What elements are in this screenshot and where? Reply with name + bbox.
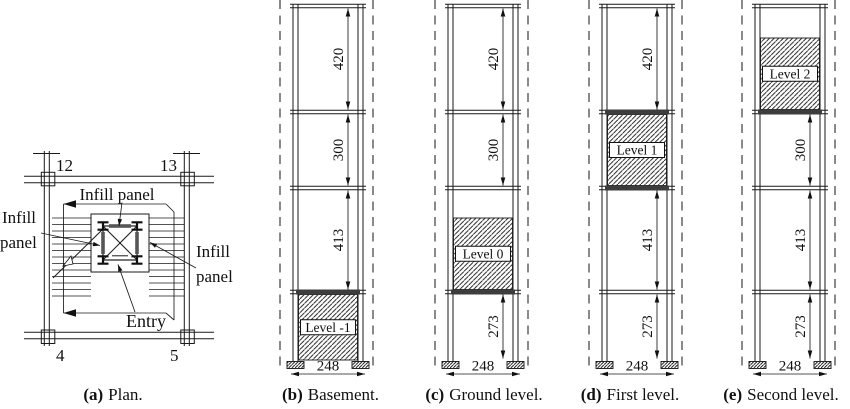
stair-break-line — [52, 228, 104, 279]
base-pad — [351, 361, 370, 369]
caption-plan: (a)Plan. — [13, 385, 213, 405]
level-label-box — [762, 65, 818, 82]
panel-bottom-beam — [758, 109, 822, 115]
dimension-label: 273 — [486, 315, 502, 338]
infill-panel-top-edge — [109, 224, 131, 228]
width-dimension-label: 248 — [779, 359, 802, 375]
width-dimension-label: 248 — [626, 359, 649, 375]
base-pad — [441, 361, 460, 369]
caption-ground-level: (c)Ground level. — [406, 385, 562, 405]
dimension-label: 300 — [331, 139, 347, 162]
infill-panel-left-edge — [101, 232, 105, 254]
grid-label-12: 12 — [56, 156, 73, 175]
dimension-label: 413 — [331, 229, 347, 252]
base-pad — [813, 361, 832, 369]
core-column-sections — [97, 221, 143, 265]
level-label-box — [300, 319, 356, 336]
dimension-label: 273 — [640, 315, 656, 338]
leader-lines — [40, 202, 197, 313]
plan-grid-lines — [24, 151, 214, 346]
caption-letter: (c) — [425, 385, 445, 404]
caption-letter: (b) — [281, 385, 303, 404]
caption-letter: (e) — [723, 385, 743, 404]
caption-second-level: (e)Second level. — [699, 385, 850, 405]
grid-label-13: 13 — [160, 156, 177, 175]
dimension-label: 413 — [640, 229, 656, 252]
stair-arrow-top — [63, 200, 76, 208]
entry-label: Entry — [126, 311, 166, 331]
caption-first-level: (d)First level. — [552, 385, 708, 405]
level-label: Level 0 — [463, 246, 504, 261]
panel-top-beam — [605, 109, 669, 115]
panel-bottom-beam — [605, 185, 669, 191]
elevation-second-level: Level 2 300 413 273 248 — [741, 0, 836, 377]
plan-view: 12 13 4 5 Infill panel Infill panel Infi… — [0, 151, 233, 365]
caption-text: Plan. — [108, 385, 143, 404]
plan-corner-columns — [40, 171, 195, 344]
base-pad — [506, 361, 525, 369]
caption-text: Second level. — [747, 385, 839, 404]
level-label-box — [455, 245, 511, 262]
infill-panel-label-right-line2: panel — [196, 267, 233, 286]
dimension-label: 273 — [793, 315, 809, 338]
dimension-label: 300 — [793, 139, 809, 162]
stair-core — [90, 213, 150, 273]
level-label: Level 1 — [617, 143, 658, 158]
grid-label-5: 5 — [170, 346, 179, 365]
infill-panel-label-left-line1: Infill — [2, 208, 36, 227]
stair-arrow-bottom — [63, 309, 76, 317]
caption-text: Basement. — [307, 385, 380, 404]
level-label: Level -1 — [305, 320, 350, 335]
caption-basement: (b)Basement. — [258, 385, 403, 405]
width-dimension-label: 248 — [317, 359, 340, 375]
infill-panel-label-top: Infill panel — [79, 185, 154, 204]
caption-text: Ground level. — [449, 385, 543, 404]
panel-bottom-beam — [451, 289, 515, 295]
level-label-box — [609, 142, 665, 158]
base-pad — [595, 361, 614, 369]
caption-letter: (a) — [83, 385, 104, 404]
panel-top-beam — [296, 289, 360, 295]
width-dimension-label: 248 — [472, 359, 495, 375]
dimension-label: 420 — [486, 48, 502, 71]
infill-panel-right-edge — [135, 232, 139, 254]
level-label: Level 2 — [770, 66, 811, 81]
stair-treads — [52, 217, 184, 297]
caption-text: First level. — [606, 385, 680, 404]
stair-enclosure — [63, 200, 175, 321]
dimension-label: 413 — [793, 229, 809, 252]
base-pad — [660, 361, 679, 369]
infill-panel-label-left-line2: panel — [0, 233, 37, 252]
grid-label-4: 4 — [56, 346, 65, 365]
dimension-label: 420 — [640, 48, 656, 71]
infill-panel-label-right-line1: Infill — [196, 242, 230, 261]
base-pad — [286, 361, 305, 369]
dimension-label: 420 — [331, 48, 347, 71]
dimension-label: 300 — [486, 139, 502, 162]
base-pad — [748, 361, 767, 369]
caption-letter: (d) — [580, 385, 602, 404]
